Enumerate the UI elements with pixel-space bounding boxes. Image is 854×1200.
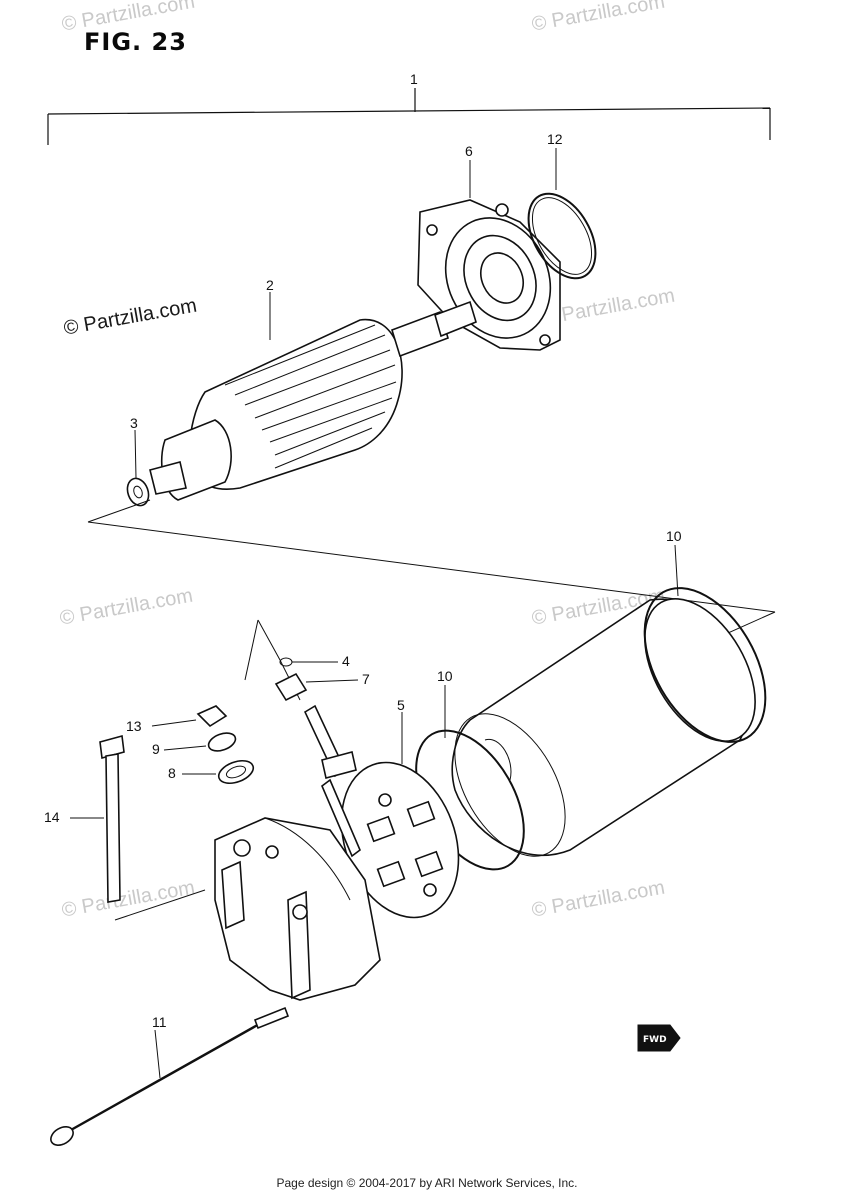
fwd-label: FWD	[643, 1035, 667, 1045]
callout-7: 7	[362, 671, 370, 687]
footer-credit: Page design © 2004-2017 by ARI Network S…	[276, 1176, 578, 1190]
callout-8: 8	[168, 765, 176, 781]
callout-1: 1	[410, 71, 418, 87]
terminal-bolt	[303, 704, 361, 858]
callout-10: 10	[437, 668, 453, 684]
callout-13: 13	[126, 718, 142, 734]
figure-title: FIG. 23	[84, 28, 187, 56]
callout-3: 3	[130, 415, 138, 431]
part-4-circlip	[279, 657, 338, 667]
callout-10: 10	[666, 528, 682, 544]
part-14-bolt	[70, 734, 125, 903]
part-7-lock-plate	[274, 672, 359, 702]
callout-9: 9	[152, 741, 160, 757]
part-13-nut	[151, 705, 228, 728]
part-9-washer	[163, 732, 237, 752]
part-10-yoke	[451, 598, 756, 857]
part-3-washer	[126, 429, 150, 507]
callout-5: 5	[397, 697, 405, 713]
callout-6: 6	[465, 143, 473, 159]
part-2-armature	[149, 292, 477, 501]
assembly-bracket	[47, 88, 771, 145]
callout-2: 2	[266, 277, 274, 293]
rear-housing	[214, 817, 381, 1001]
fwd-arrow-icon: FWD	[637, 1024, 681, 1052]
callout-labels: 1 2 3 4 5 6 7 8 9 10 10 11 12 13 14	[44, 71, 682, 1030]
callout-4: 4	[342, 653, 350, 669]
part-8-seal	[182, 759, 255, 785]
callout-14: 14	[44, 809, 60, 825]
part-12-o-ring	[527, 148, 597, 280]
part-10-o-ring-large	[643, 544, 767, 743]
callout-12: 12	[547, 131, 563, 147]
callout-11: 11	[152, 1014, 167, 1030]
part-11-through-bolt	[50, 1006, 290, 1146]
part-5-brush-holder	[340, 712, 460, 919]
